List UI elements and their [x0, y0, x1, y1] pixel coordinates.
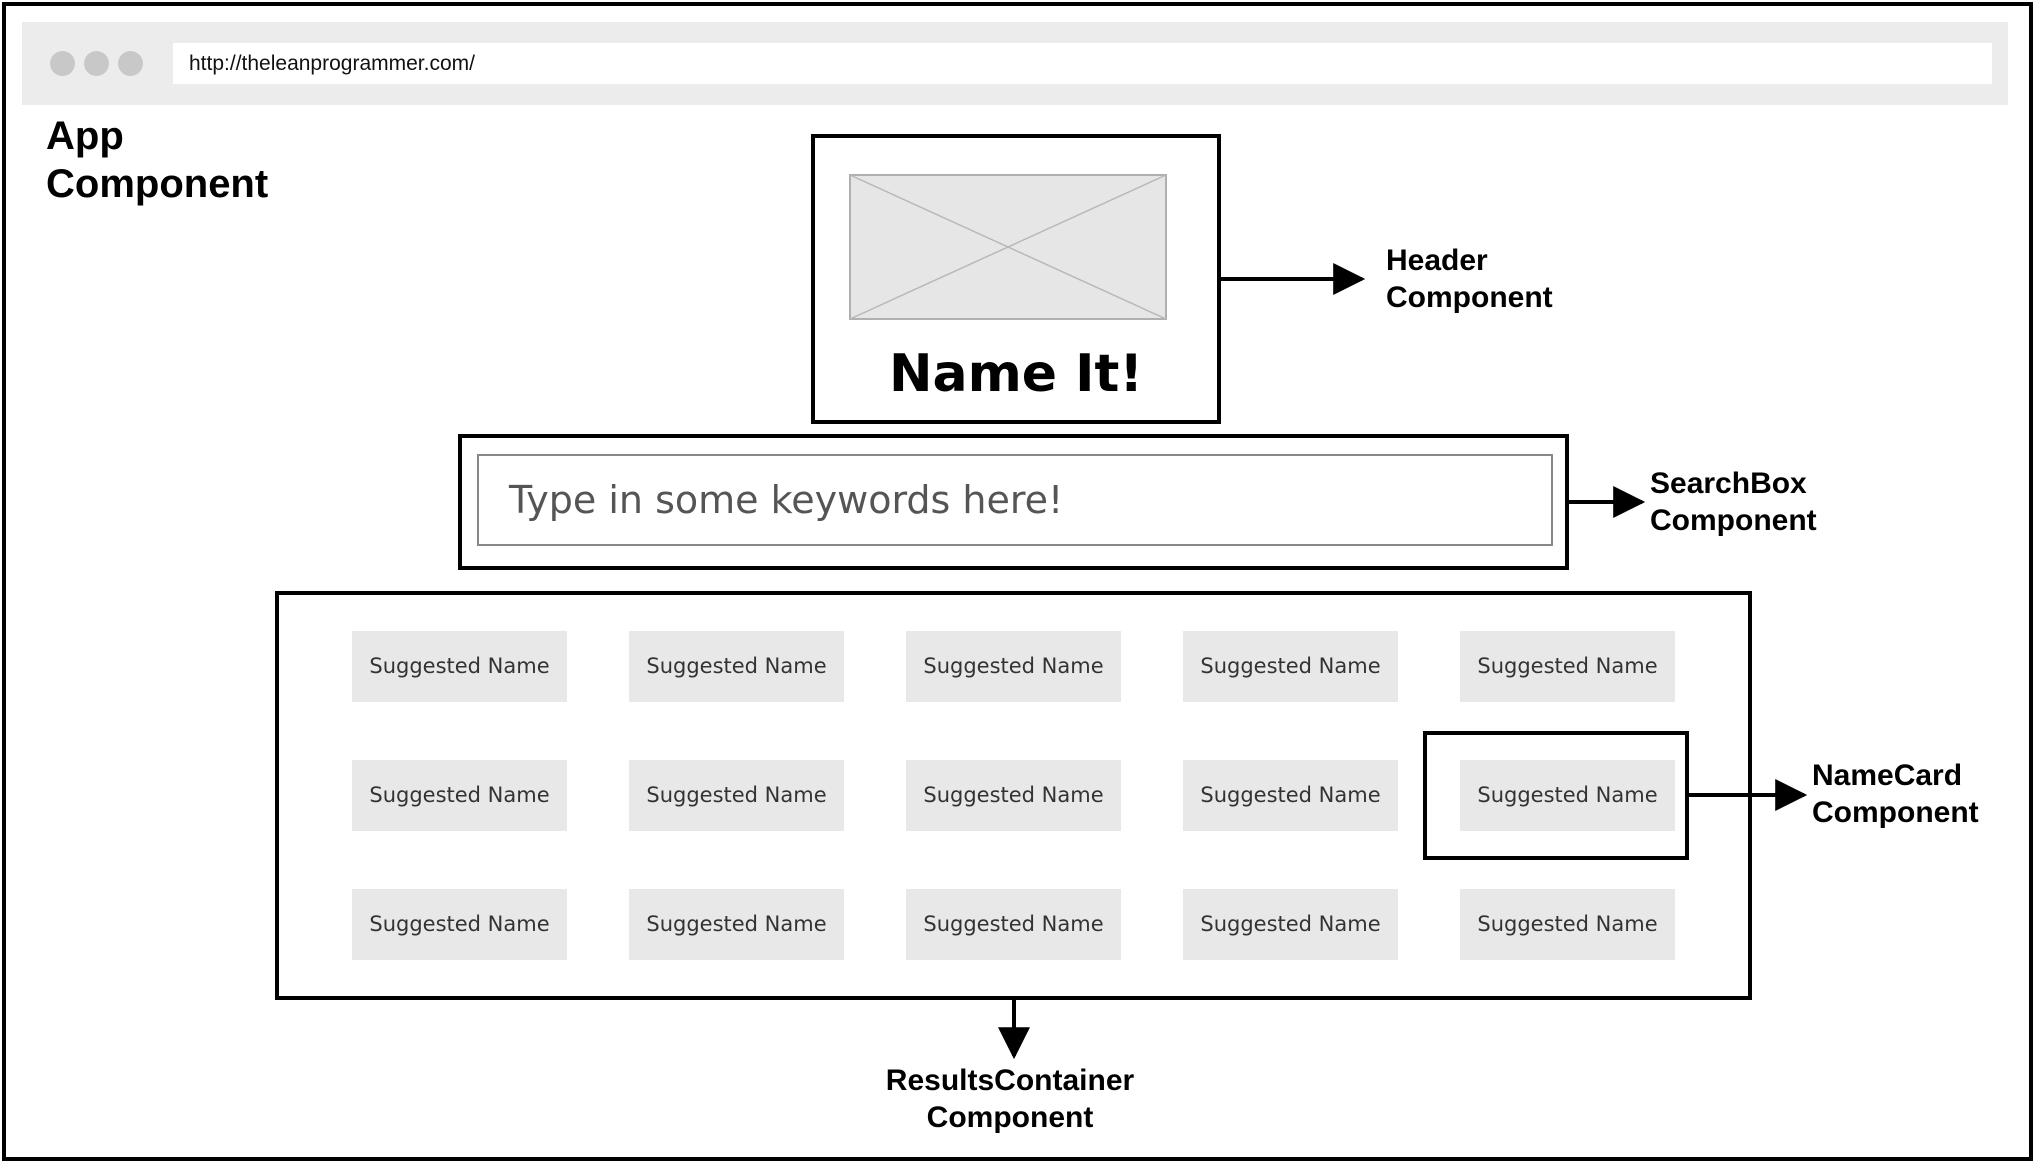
namecard-component-label: NameCard Component — [1812, 759, 1979, 829]
namecard-highlight — [1423, 731, 1689, 860]
window-maximize-dot[interactable] — [118, 51, 143, 76]
address-bar[interactable]: http://theleanprogrammer.com/ — [173, 43, 1992, 84]
window-minimize-dot[interactable] — [84, 51, 109, 76]
name-card[interactable]: Suggested Name — [1460, 631, 1675, 702]
name-card[interactable]: Suggested Name — [629, 760, 844, 831]
app-title: Name It! — [888, 344, 1144, 404]
name-card[interactable]: Suggested Name — [1183, 760, 1398, 831]
window-close-dot[interactable] — [50, 51, 75, 76]
name-card[interactable]: Suggested Name — [1460, 760, 1675, 831]
name-card[interactable]: Suggested Name — [352, 889, 567, 960]
name-card[interactable]: Suggested Name — [906, 889, 1121, 960]
name-card[interactable]: Suggested Name — [352, 631, 567, 702]
header-component: Name It! — [811, 134, 1221, 424]
name-card[interactable]: Suggested Name — [906, 631, 1121, 702]
searchbox-component: Type in some keywords here! — [458, 434, 1569, 570]
image-placeholder-icon — [849, 174, 1167, 320]
resultscontainer-component-label: ResultsContainer Component — [885, 1064, 1135, 1134]
name-card[interactable]: Suggested Name — [629, 889, 844, 960]
searchbox-component-label: SearchBox Component — [1650, 467, 1817, 537]
header-component-label: Header Component — [1386, 244, 1553, 314]
name-card[interactable]: Suggested Name — [1183, 631, 1398, 702]
name-card[interactable]: Suggested Name — [352, 760, 567, 831]
name-card[interactable]: Suggested Name — [906, 760, 1121, 831]
name-card[interactable]: Suggested Name — [629, 631, 844, 702]
search-input[interactable]: Type in some keywords here! — [477, 454, 1553, 546]
app-component-label: App Component — [46, 114, 269, 206]
browser-bar: http://theleanprogrammer.com/ — [22, 22, 2008, 105]
name-card[interactable]: Suggested Name — [1183, 889, 1398, 960]
name-card[interactable]: Suggested Name — [1460, 889, 1675, 960]
